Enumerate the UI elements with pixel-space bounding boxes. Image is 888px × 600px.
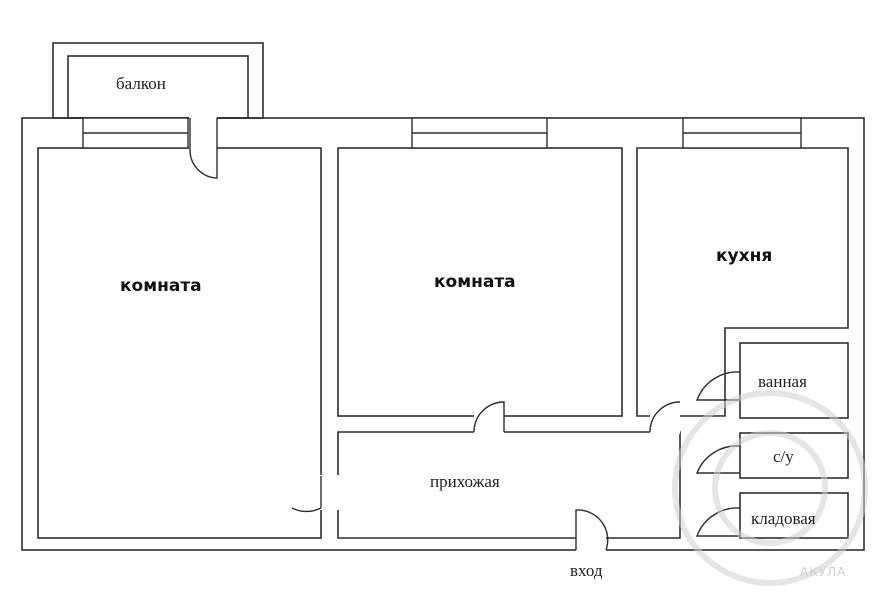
label-toilet: с/у xyxy=(773,447,794,466)
label-balcony: балкон xyxy=(116,74,166,93)
label-kitchen: кухня xyxy=(716,246,772,266)
label-hallway: прихожая xyxy=(430,472,500,491)
watermark: АКУЛА xyxy=(672,390,868,586)
toilet-outline xyxy=(739,432,849,479)
kitchen-outline xyxy=(636,147,849,417)
doors xyxy=(189,117,741,553)
label-room-left: комната xyxy=(120,276,202,296)
label-room-middle: комната xyxy=(434,272,516,292)
label-kitchen-box: кухня xyxy=(706,236,800,284)
label-room-middle-box: комната xyxy=(428,262,556,314)
label-room-left-box: комната xyxy=(108,260,244,316)
windows xyxy=(82,117,802,149)
hallway-outline xyxy=(337,431,681,539)
room-left-outline xyxy=(37,147,322,539)
watermark-text: АКУЛА xyxy=(800,565,846,579)
bathroom-outline xyxy=(739,342,849,419)
label-entrance: вход xyxy=(570,561,603,580)
label-bathroom: ванная xyxy=(758,372,807,391)
label-storage: кладовая xyxy=(751,509,816,528)
